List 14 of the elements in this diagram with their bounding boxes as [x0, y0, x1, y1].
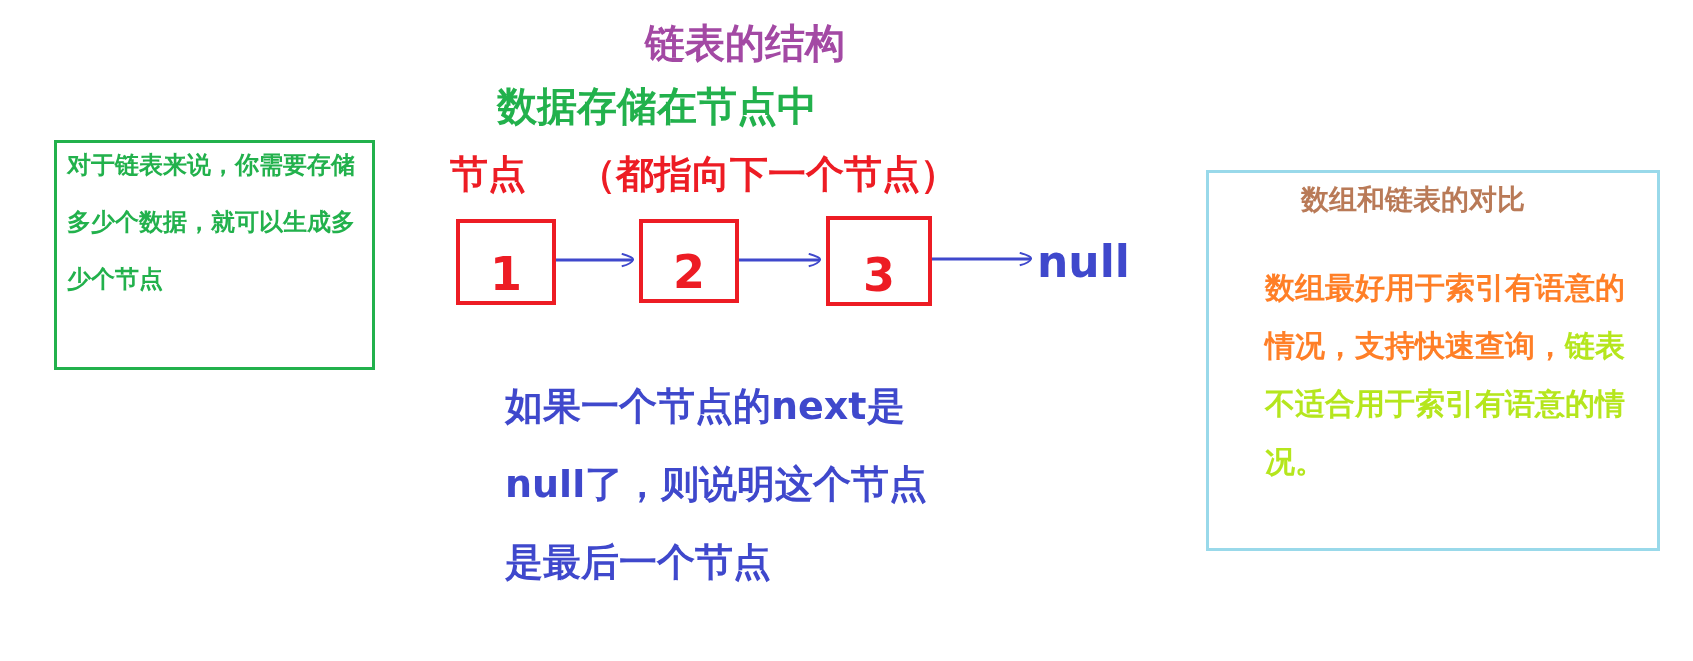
node-label: 节点: [450, 152, 526, 198]
list-node-box: 2: [639, 219, 739, 303]
note-box: [54, 140, 375, 370]
list-node-box: 1: [456, 219, 556, 305]
comparison-box: [1206, 170, 1660, 551]
list-node-box: 3: [826, 216, 932, 306]
explanation-text: 如果一个节点的next是null了，则说明这个节点是最后一个节点: [505, 383, 929, 586]
comparison-title: 数组和链表的对比: [1299, 182, 1526, 218]
note-text: 对于链表来说，你需要存储多少个数据，就可以生成多少个节点: [65, 150, 356, 295]
null-label: null: [1037, 240, 1130, 284]
diagram-title: 链表的结构: [645, 19, 845, 68]
comparison-text: 数组最好用于索引有语意的情况，支持快速查询，链表不适合用于索引有语意的情况。: [1263, 269, 1626, 481]
heading-text: 数据存储在节点中: [497, 82, 817, 130]
note-text: （都指向下一个节点）: [578, 152, 958, 198]
